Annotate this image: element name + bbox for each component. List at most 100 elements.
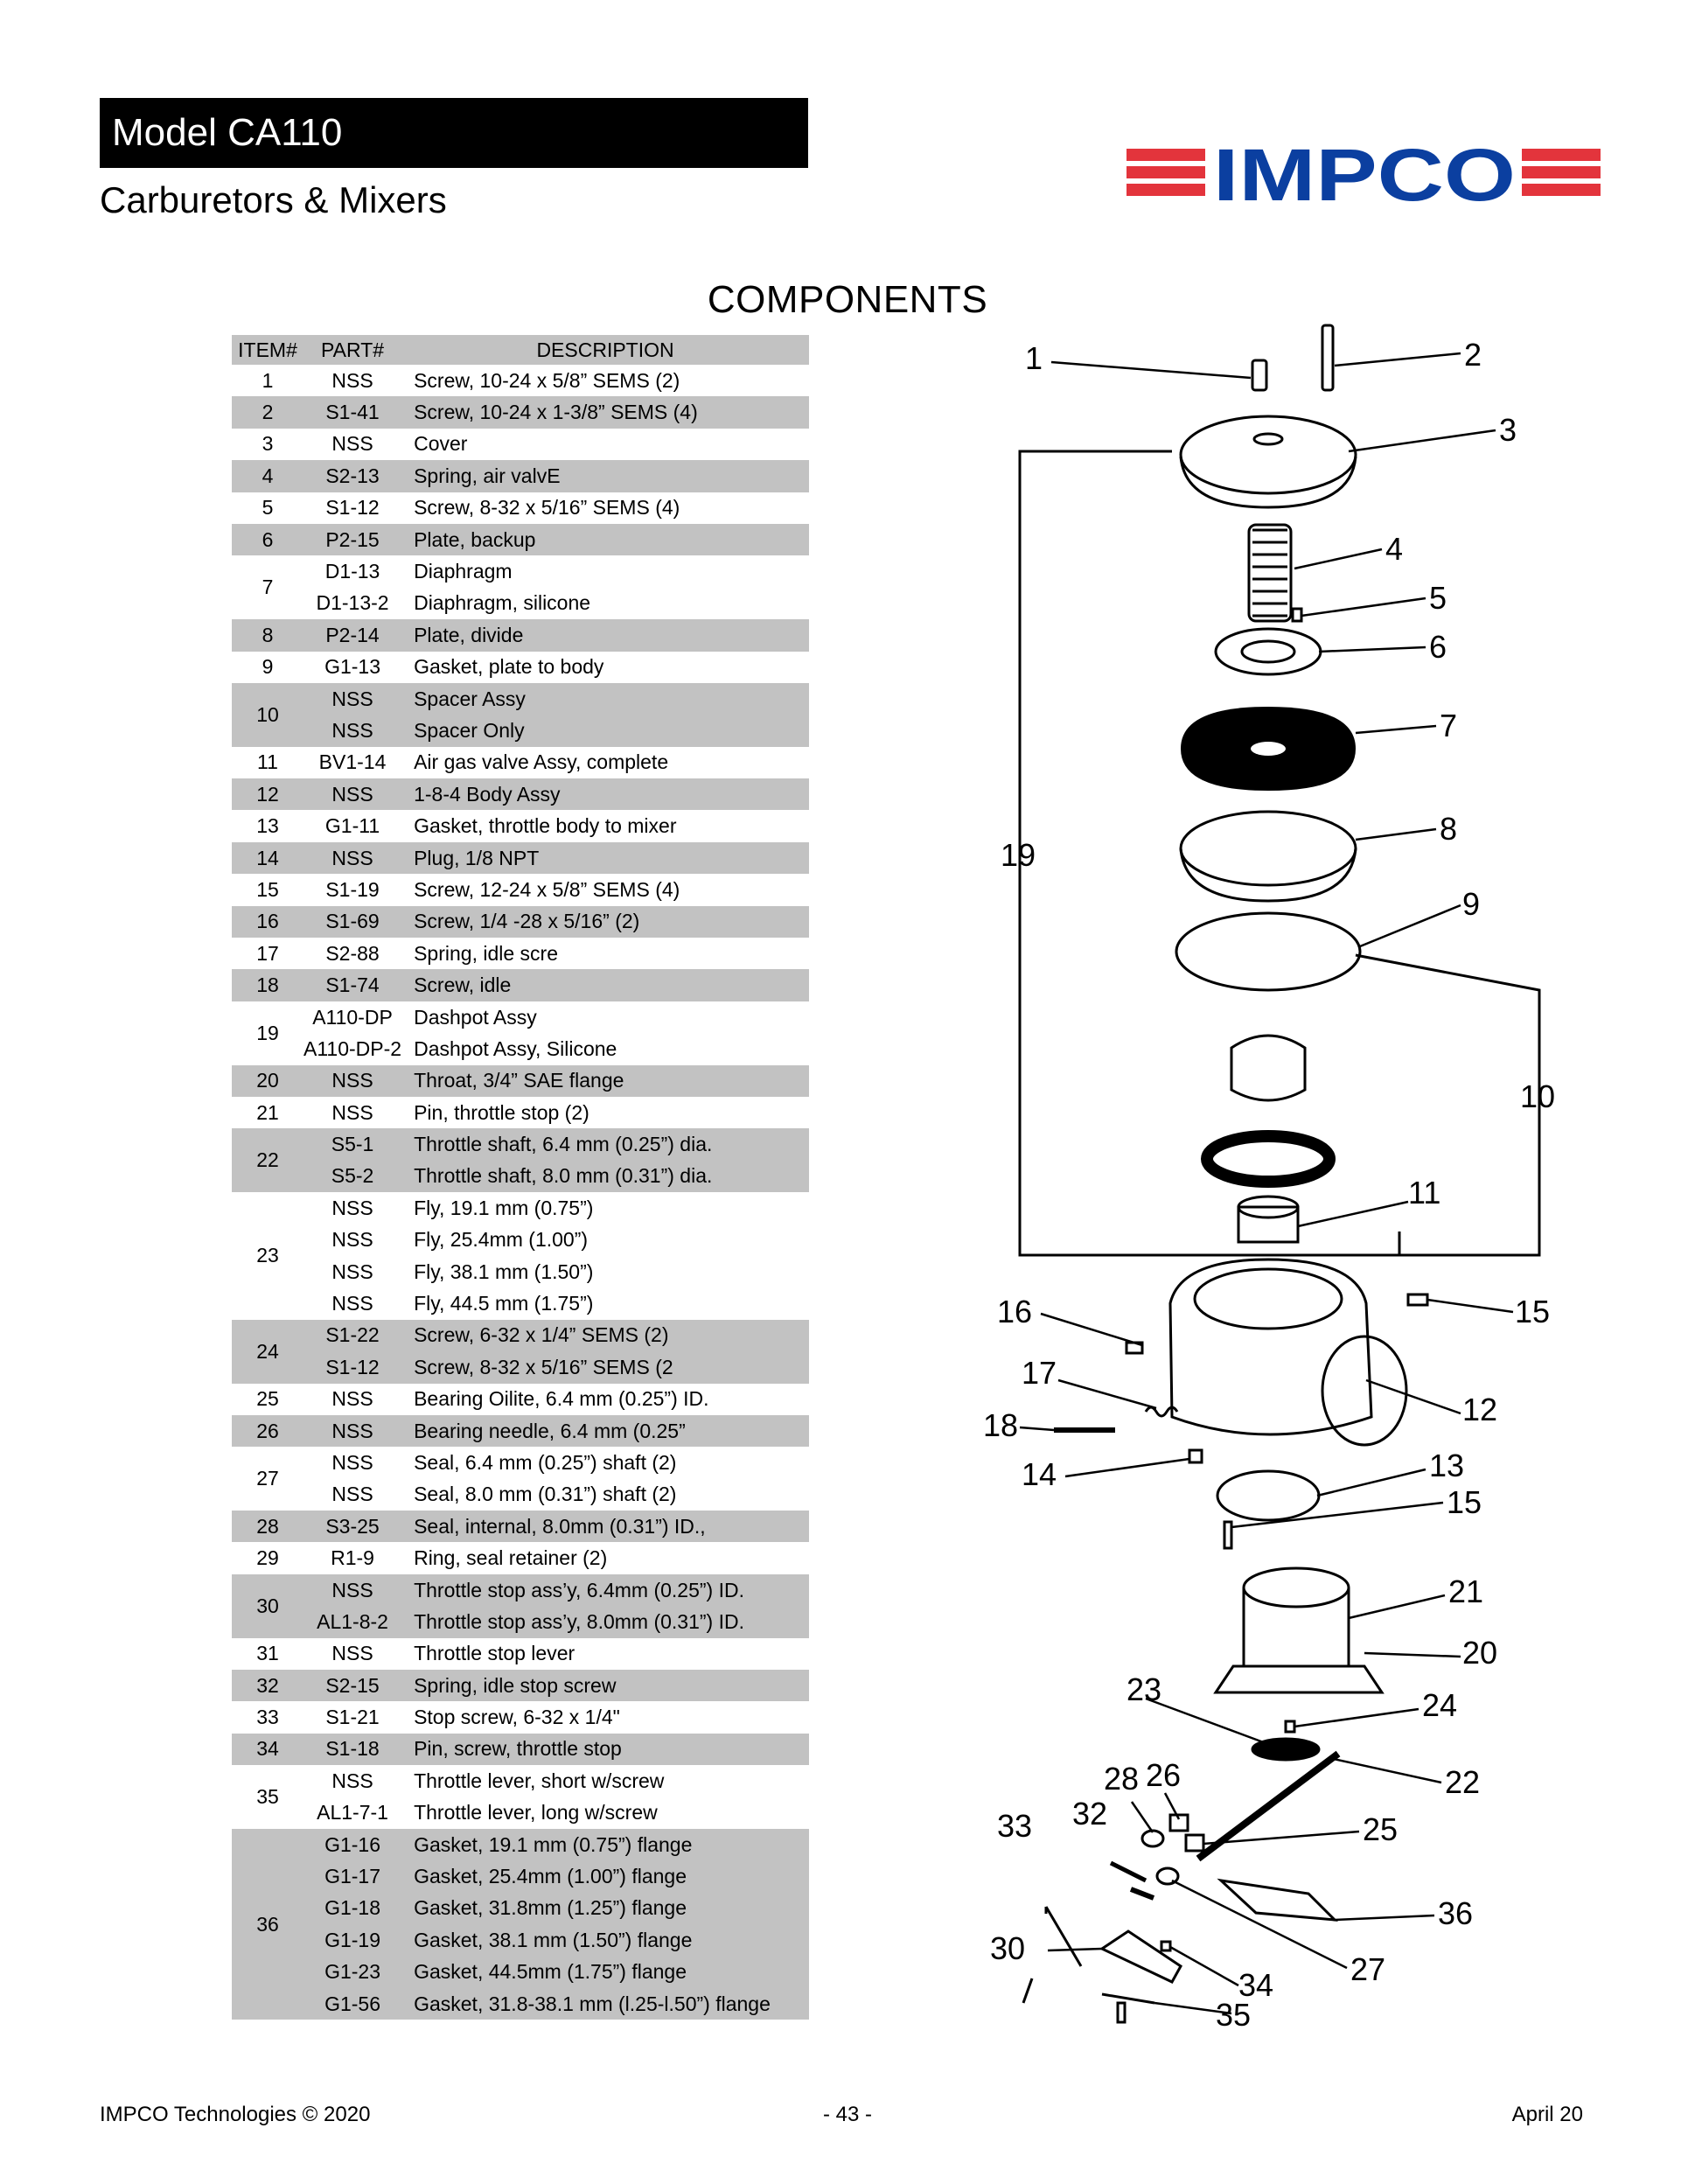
part-number-cell: A110-DP [312, 1005, 393, 1029]
description-cell: Spring, idle scre [414, 941, 558, 965]
item-number-cell: 33 [256, 1706, 279, 1729]
description-cell: Stop screw, 6-32 x 1/4" [414, 1706, 620, 1729]
item-number-cell: 12 [232, 778, 303, 811]
part-number-cell: S3-25 [303, 1511, 402, 1543]
gasket-9-part [1175, 911, 1362, 992]
part-number-cell: G1-13 [324, 655, 380, 679]
item-number-cell: 24 [232, 1319, 303, 1384]
part-number-cell: A110-DP-2 [303, 1036, 402, 1060]
item-number-cell: 25 [256, 1387, 279, 1411]
part-number-cell: NSS [331, 1196, 373, 1219]
item-number-cell: 17 [256, 941, 279, 965]
spacer-ring-part [1201, 1130, 1336, 1188]
lever-bracket-part [1022, 1906, 1155, 2005]
part-number-cell: S1-19 [325, 877, 380, 901]
item-number-cell: 23 [256, 1244, 279, 1267]
bearing-25-part [1184, 1833, 1205, 1853]
description-cell: Throttle lever, long w/screw [414, 1801, 658, 1825]
part-number-cell: G1-23 [303, 1956, 402, 1988]
exploded-parts-diagram: 1 2 3 4 5 6 7 8 9 10 11 12 13 14 15 15 1… [983, 324, 1555, 2033]
item-number-cell: 7 [262, 576, 274, 599]
callout-6: 6 [1429, 629, 1447, 665]
part-number-cell: NSS [303, 715, 402, 747]
description-cell: Fly, 19.1 mm (0.75”) [414, 1196, 594, 1219]
callout-22: 22 [1445, 1764, 1480, 1800]
description-cell: Throttle stop lever [414, 1642, 575, 1665]
description-cell: Pin, throttle stop (2) [414, 1100, 589, 1124]
callout-34: 34 [1238, 1967, 1273, 2003]
description-cell: Fly, 25.4mm (1.00”) [414, 1228, 589, 1252]
item-number-cell: 11 [257, 750, 278, 774]
model-title-bar: Model CA110 [100, 98, 808, 168]
callout-10: 10 [1520, 1078, 1555, 1114]
description-cell: Bearing needle, 6.4 mm (0.25” [401, 1414, 809, 1448]
part-number-cell: AL1-7-1 [317, 1801, 388, 1825]
description-cell: Plate, backup [401, 523, 809, 556]
item-number-cell: 6 [232, 523, 303, 556]
description-cell: Spring, air valvE [401, 460, 809, 492]
description-cell: Throttle stop ass’y, 8.0mm (0.31”) ID. [401, 1606, 809, 1638]
description-cell: Seal, internal, 8.0mm (0.31”) ID., [401, 1511, 809, 1543]
description-cell: Screw, 10-24 x 1-3/8” SEMS (4) [401, 396, 809, 429]
callout-35: 35 [1216, 1997, 1251, 2033]
callout-14: 14 [1022, 1456, 1057, 1492]
description-cell: Plate, divide [401, 619, 809, 652]
part-number-cell: G1-17 [303, 1860, 402, 1893]
part-number-cell: BV1-14 [318, 750, 387, 774]
description-cell: Screw, 6-32 x 1/4” SEMS (2) [401, 1319, 809, 1352]
part-number-cell: NSS [331, 1259, 373, 1283]
description-cell: Throttle stop ass’y, 6.4mm (0.25”) ID. [401, 1573, 809, 1607]
spring-32-part [1129, 1887, 1155, 1901]
callout-30: 30 [990, 1930, 1025, 1966]
part-number-cell: NSS [303, 1573, 402, 1607]
description-cell: Cover [414, 432, 468, 456]
item-number-cell: 14 [232, 841, 303, 875]
plate-6-part [1214, 627, 1322, 676]
item-number-cell: 19 [256, 1021, 279, 1044]
item-number-cell: 32 [232, 1670, 303, 1702]
part-number-cell: NSS [331, 1483, 373, 1506]
callout-20: 20 [1462, 1635, 1497, 1671]
model-title: Model CA110 [112, 111, 343, 154]
logo-text: IMPCO [1213, 138, 1516, 208]
header-description: DESCRIPTION [401, 335, 809, 365]
callout-3: 3 [1499, 412, 1517, 448]
description-cell: Ring, seal retainer (2) [414, 1546, 608, 1570]
description-cell: Screw, 12-24 x 5/8” SEMS (4) [414, 877, 680, 901]
callout-25: 25 [1363, 1811, 1398, 1847]
pin-34-part [1160, 1940, 1172, 1952]
item-number-cell: 28 [232, 1511, 303, 1543]
part-number-cell: NSS [331, 1450, 373, 1474]
part-number-cell: S1-69 [303, 905, 402, 938]
item-number-cell: 27 [256, 1467, 279, 1490]
callout-17: 17 [1022, 1355, 1057, 1391]
part-number-cell: D1-13 [324, 560, 380, 583]
callout-1: 1 [1025, 340, 1043, 376]
part-number-cell: S2-13 [303, 460, 402, 492]
description-cell: Screw, 8-32 x 5/16” SEMS (4) [414, 496, 680, 520]
item-number-cell: 30 [232, 1573, 303, 1638]
part-number-cell: NSS [331, 1769, 373, 1792]
callout-28: 28 [1104, 1761, 1139, 1797]
footer-date: April 20 [1511, 2103, 1583, 2126]
description-cell: Screw, 8-32 x 5/16” SEMS (2 [401, 1351, 809, 1384]
